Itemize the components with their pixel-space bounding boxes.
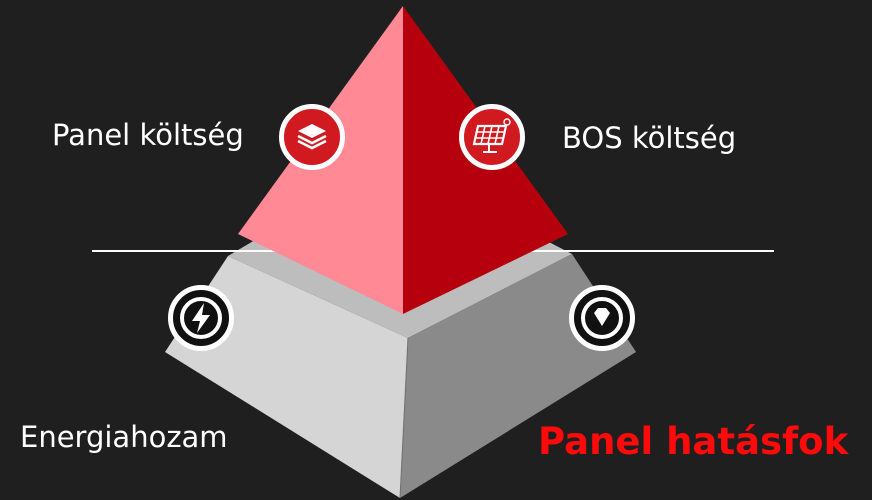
panel-cost-label: Panel költség bbox=[52, 118, 244, 152]
diamond-icon bbox=[569, 285, 635, 351]
panel-efficiency-label: Panel hatásfok bbox=[538, 420, 849, 463]
base-front-edge bbox=[399, 337, 409, 499]
lightning-bolt-icon bbox=[168, 285, 234, 351]
solar-panel-icon bbox=[459, 104, 525, 170]
layers-icon bbox=[279, 104, 345, 170]
bos-cost-label: BOS költség bbox=[562, 121, 737, 155]
energy-yield-label: Energiahozam bbox=[20, 420, 228, 454]
